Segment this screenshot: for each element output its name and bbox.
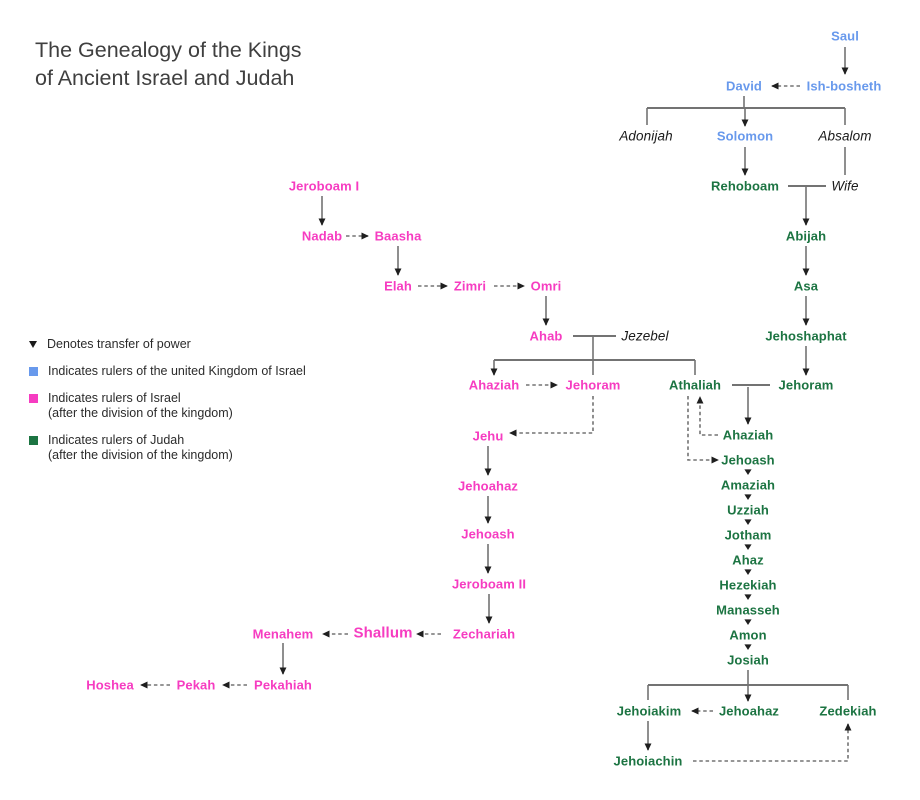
node-ahaziah-israel: Ahaziah: [468, 377, 520, 393]
node-zimri: Zimri: [453, 278, 487, 294]
legend-item-text: Denotes transfer of power: [47, 337, 191, 352]
transfer-of-power-triangle-icon: [744, 569, 752, 575]
node-solomon: Solomon: [716, 128, 774, 144]
pink-square-icon: [29, 394, 38, 403]
node-jeroboam-ii: Jeroboam II: [451, 576, 527, 592]
node-jehoahaz-judah: Jehoahaz: [718, 703, 780, 719]
node-pekah: Pekah: [176, 677, 216, 693]
node-absalom: Absalom: [818, 128, 872, 144]
node-abijah: Abijah: [785, 228, 827, 244]
node-uzziah: Uzziah: [727, 502, 769, 518]
node-jehoiachin: Jehoiachin: [613, 753, 683, 769]
node-amaziah: Amaziah: [720, 477, 776, 493]
node-athaliah: Athaliah: [668, 377, 722, 393]
node-jotham: Jotham: [724, 527, 772, 543]
node-shallum: Shallum: [353, 624, 413, 642]
node-jehoash-israel: Jehoash: [461, 526, 515, 542]
node-josiah: Josiah: [727, 652, 769, 668]
node-adonijah: Adonijah: [619, 128, 673, 144]
blue-square-icon: [29, 367, 38, 376]
node-zedekiah: Zedekiah: [819, 703, 877, 719]
legend-item-text: Indicates rulers of Israel(after the div…: [48, 391, 233, 421]
node-jehu: Jehu: [472, 428, 504, 444]
node-jehoshaphat: Jehoshaphat: [765, 328, 847, 344]
legend-item-line: Indicates rulers of Judah: [48, 433, 185, 447]
node-amon: Amon: [729, 627, 767, 643]
node-hezekiah: Hezekiah: [719, 577, 777, 593]
legend-item-line: Indicates rulers of the united Kingdom o…: [48, 364, 306, 378]
legend-item-1: Indicates rulers of the united Kingdom o…: [29, 364, 306, 379]
legend-item-text: Indicates rulers of Judah(after the divi…: [48, 433, 233, 463]
transfer-arrow: [509, 396, 594, 437]
node-elah: Elah: [384, 278, 412, 294]
page-title: The Genealogy of the Kings of Ancient Is…: [35, 36, 302, 92]
legend-item-line: Indicates rulers of Israel: [48, 391, 181, 405]
node-menahem: Menahem: [252, 626, 314, 642]
green-square-icon: [29, 436, 38, 445]
node-david: David: [726, 78, 762, 94]
node-hoshea: Hoshea: [86, 677, 134, 693]
legend-item-line: (after the division of the kingdom): [48, 448, 233, 462]
node-jehoram-judah: Jehoram: [778, 377, 834, 393]
node-asa: Asa: [793, 278, 819, 294]
transfer-of-power-triangle-icon: [744, 594, 752, 600]
legend-item-text: Indicates rulers of the united Kingdom o…: [48, 364, 306, 379]
node-ahaziah-judah: Ahaziah: [722, 427, 774, 443]
node-rehoboam: Rehoboam: [711, 178, 779, 194]
page-title-line-2: of Ancient Israel and Judah: [35, 66, 295, 90]
transfer-of-power-triangle-icon: [744, 544, 752, 550]
legend-item-line: (after the division of the kingdom): [48, 406, 233, 420]
transfer-of-power-triangle-icon: [744, 494, 752, 500]
transfer-of-power-triangle-icon: [744, 469, 752, 475]
node-jehoash-judah: Jehoash: [721, 452, 775, 468]
triangle-down-icon: [29, 341, 37, 348]
node-ahaz: Ahaz: [732, 552, 764, 568]
legend-item-line: Denotes transfer of power: [47, 337, 191, 351]
node-ahab: Ahab: [529, 328, 563, 344]
node-pekahiah: Pekahiah: [254, 677, 312, 693]
node-manasseh: Manasseh: [716, 602, 780, 618]
node-jehoram-israel: Jehoram: [565, 377, 621, 393]
node-omri: Omri: [530, 278, 562, 294]
node-jeroboam-i: Jeroboam I: [288, 178, 360, 194]
node-wife: Wife: [831, 178, 859, 194]
node-ish-bosheth: Ish-bosheth: [806, 78, 882, 94]
transfer-of-power-triangle-icon: [744, 619, 752, 625]
page-title-line-1: The Genealogy of the Kings: [35, 38, 302, 62]
legend-item-0: Denotes transfer of power: [29, 337, 306, 352]
node-jezebel: Jezebel: [621, 328, 669, 344]
node-saul: Saul: [831, 28, 859, 44]
node-baasha: Baasha: [374, 228, 422, 244]
transfer-arrow: [687, 396, 719, 464]
node-zechariah: Zechariah: [452, 626, 516, 642]
node-jehoiakim: Jehoiakim: [616, 703, 682, 719]
node-nadab: Nadab: [301, 228, 343, 244]
legend-item-2: Indicates rulers of Israel(after the div…: [29, 391, 306, 421]
transfer-arrow: [696, 396, 718, 436]
legend-item-3: Indicates rulers of Judah(after the divi…: [29, 433, 306, 463]
transfer-of-power-triangle-icon: [744, 519, 752, 525]
transfer-of-power-triangle-icon: [744, 644, 752, 650]
node-jehoahaz-israel: Jehoahaz: [457, 478, 519, 494]
transfer-arrow: [693, 723, 852, 762]
